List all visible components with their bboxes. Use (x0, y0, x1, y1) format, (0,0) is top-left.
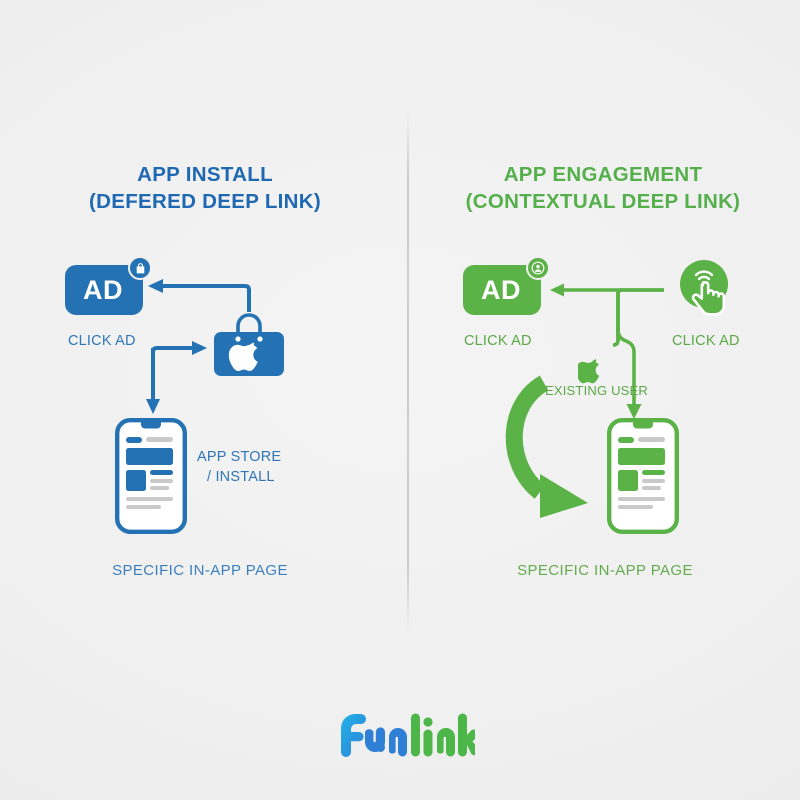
funlink-logo[interactable] (0, 706, 800, 763)
right-panel-title: APP ENGAGEMENT (CONTEXTUAL DEEP LINK) (438, 161, 768, 215)
bottom-caption-right: SPECIFIC IN-APP PAGE (517, 562, 693, 579)
person-circle-icon (526, 256, 550, 280)
left-panel-title: APP INSTALL (DEFERED DEEP LINK) (40, 161, 370, 215)
existing-user-label: EXISTING USER (545, 383, 649, 398)
ad-badge-label: AD (481, 274, 521, 305)
left-panel-title-line1: APP INSTALL (137, 163, 273, 186)
app-store-install-label: APP STORE / INSTALL (197, 447, 281, 487)
right-panel-title-line2: (CONTEXTUAL DEEP LINK) (465, 190, 741, 213)
funlink-wordmark-icon (341, 713, 475, 757)
bottom-caption-left: SPECIFIC IN-APP PAGE (112, 562, 288, 579)
tap-finger-icon (676, 258, 732, 325)
click-ad-label-finger: CLICK AD (672, 333, 740, 349)
right-panel-title-line1: APP ENGAGEMENT (503, 163, 703, 186)
smartphone-mockup-left (115, 418, 187, 539)
smartphone-mockup-right (607, 418, 679, 539)
shopping-bag-icon (128, 256, 152, 280)
app-store-label-line1: APP STORE (197, 449, 282, 465)
click-ad-label-right: CLICK AD (464, 333, 532, 349)
ad-badge-install[interactable]: AD (65, 256, 152, 315)
left-panel-title-line2: (DEFERED DEEP LINK) (89, 190, 321, 213)
click-ad-label-left: CLICK AD (68, 333, 136, 349)
ad-badge-label: AD (83, 274, 123, 305)
app-store-label-line2: / INSTALL (207, 469, 275, 485)
ad-badge-engagement[interactable]: AD (463, 256, 550, 315)
apple-shopping-bag-icon (212, 312, 286, 383)
apple-logo-icon (575, 355, 606, 392)
panel-divider (407, 112, 409, 632)
